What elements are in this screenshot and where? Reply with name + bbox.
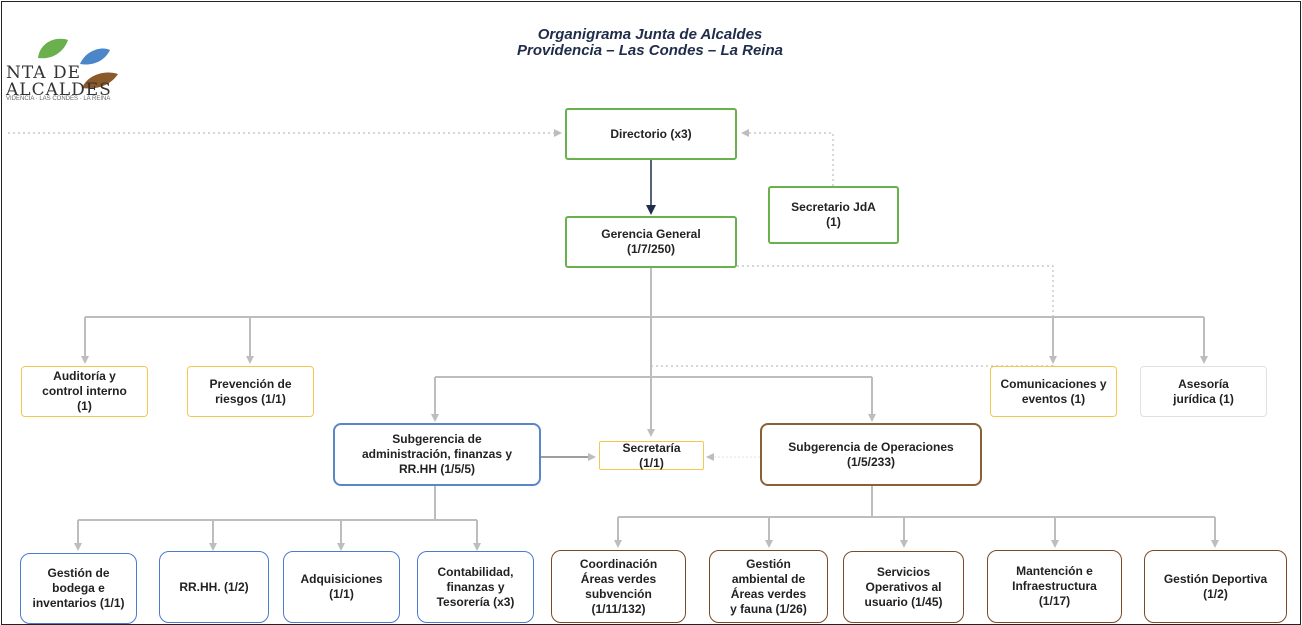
logo-text-line2: ALCALDES (6, 80, 112, 100)
logo-leaves-icon (38, 38, 118, 89)
node-subgerencia-administracion[interactable]: Subgerencia de administración, finanzas … (333, 423, 541, 486)
node-subgerencia-operaciones[interactable]: Subgerencia de Operaciones (1/5/233) (760, 423, 982, 486)
node-asesoria-juridica[interactable]: Asesoría jurídica (1) (1140, 366, 1267, 417)
node-gestion-deportiva[interactable]: Gestión Deportiva (1/2) (1144, 550, 1287, 623)
logo-text-line1: NTA DE (6, 63, 82, 83)
node-prevencion-riesgos[interactable]: Prevención de riesgos (1/1) (187, 366, 314, 417)
node-secretaria[interactable]: Secretaría (1/1) (599, 441, 704, 470)
dotted-line-comunicaciones (651, 265, 1054, 367)
node-mantencion[interactable]: Mantención e Infraestructura (1/17) (987, 550, 1122, 623)
node-coordinacion-areas-verdes[interactable]: Coordinación Áreas verdes subvención (1/… (551, 550, 686, 623)
dotted-line-secretario (741, 129, 834, 186)
node-comunicaciones[interactable]: Comunicaciones y eventos (1) (990, 366, 1117, 417)
node-gestion-bodega[interactable]: Gestión de bodega e inventarios (1/1) (20, 553, 137, 624)
chart-title-line2: Providencia – Las Condes – La Reina (517, 42, 783, 59)
node-secretario-jda[interactable]: Secretario JdA (1) (768, 186, 899, 244)
node-adquisiciones[interactable]: Adquisiciones (1/1) (283, 551, 400, 623)
node-gestion-ambiental[interactable]: Gestión ambiental de Áreas verdes y faun… (709, 550, 828, 623)
node-directorio[interactable]: Directorio (x3) (565, 108, 737, 160)
node-auditoria[interactable]: Auditoría y control interno (1) (21, 366, 148, 417)
node-gerencia-general[interactable]: Gerencia General (1/7/250) (565, 216, 737, 268)
logo-subtitle: VIDENCIA · LAS CONDES · LA REINA (6, 96, 111, 102)
node-servicios-operativos[interactable]: Servicios Operativos al usuario (1/45) (843, 551, 964, 623)
node-rrhh[interactable]: RR.HH. (1/2) (159, 551, 269, 623)
junta-logo: NTA DE ALCALDES VIDENCIA · LAS CONDES · … (0, 34, 130, 109)
node-contabilidad[interactable]: Contabilidad, finanzas y Tesorería (x3) (417, 551, 534, 623)
chart-title-line1: Organigrama Junta de Alcaldes (537, 26, 763, 43)
